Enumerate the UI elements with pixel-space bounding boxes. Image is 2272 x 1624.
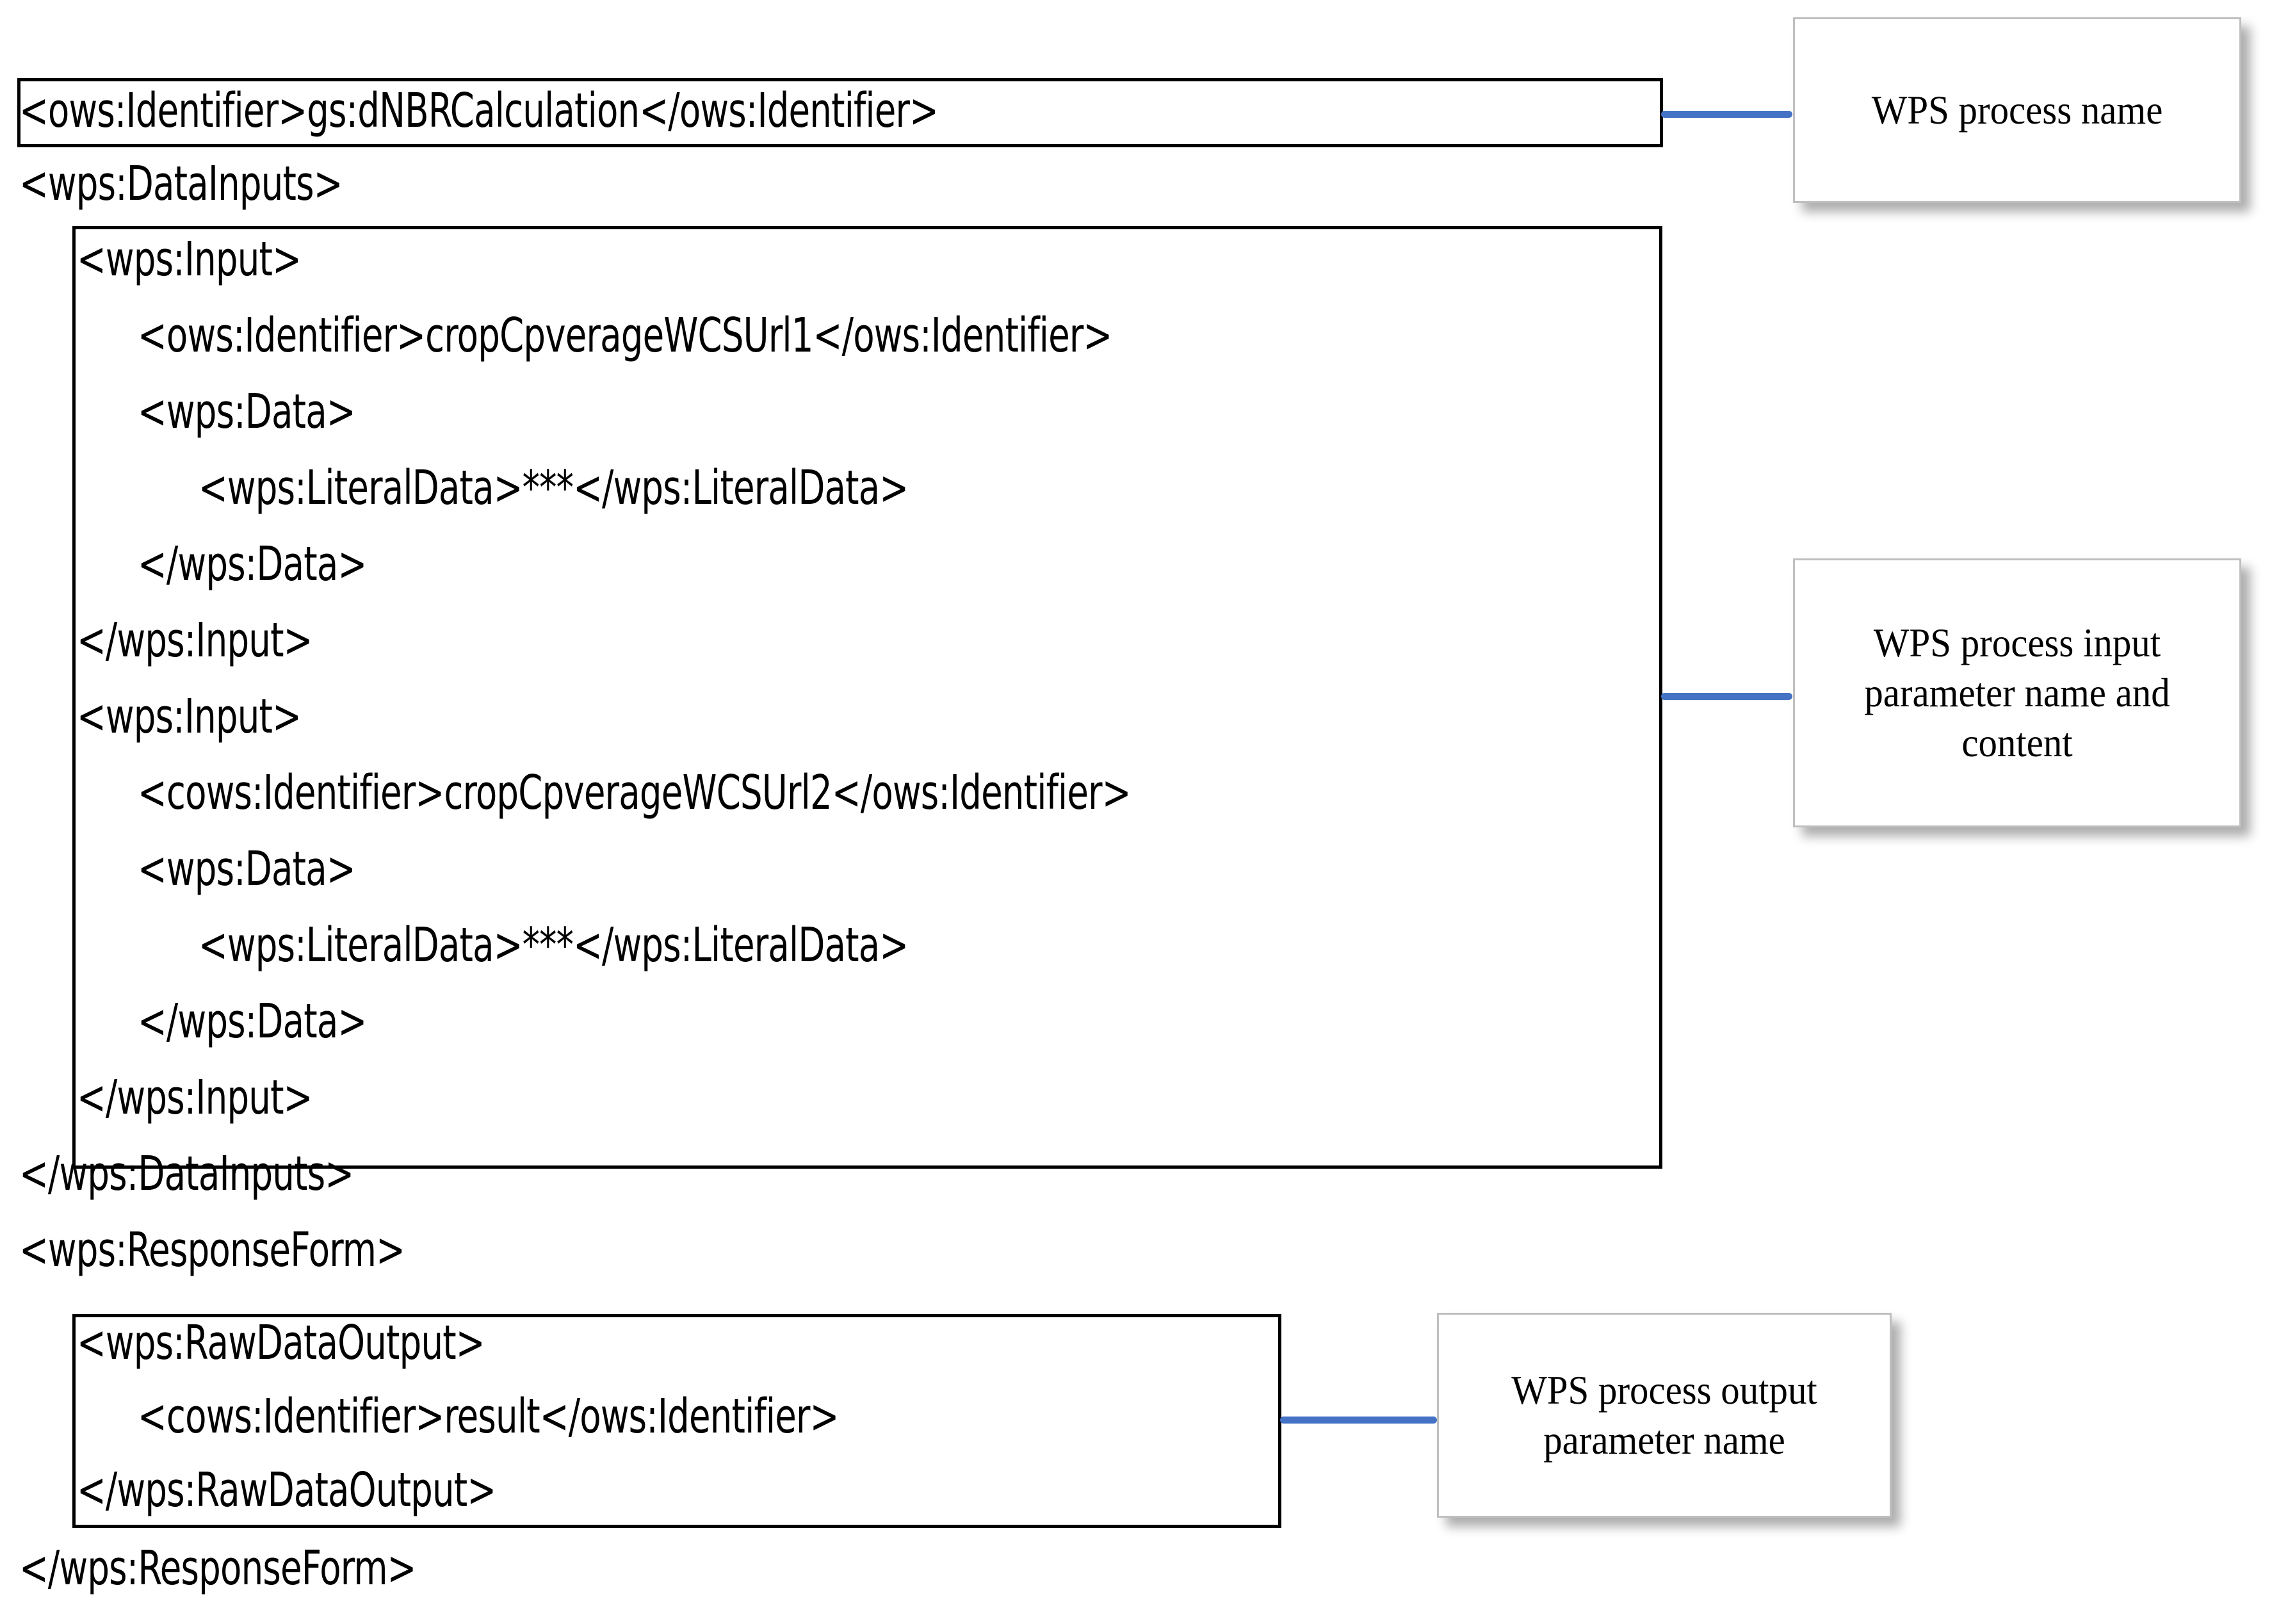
raw-data-output-highlight-box <box>72 1314 1281 1528</box>
code-line-input2-data-close: </wps:Data> <box>138 994 367 1049</box>
code-line-input2-close: </wps:Input> <box>77 1070 312 1125</box>
callout-input-parameter: WPS process input parameter name and con… <box>1793 558 2241 827</box>
code-line-input1-open: <wps:Input> <box>77 232 302 287</box>
code-line-input2-open: <wps:Input> <box>77 689 302 744</box>
data-inputs-highlight-box <box>72 226 1662 1169</box>
code-line-rawdataoutput-open: <wps:RawDataOutput> <box>77 1315 485 1370</box>
code-line-datainputs-open: <wps:DataInputs> <box>19 156 343 211</box>
code-line-input1-close: </wps:Input> <box>77 613 312 668</box>
code-line-input2-identifier: <cows:Identifier>cropCpverageWCSUrl2</ow… <box>138 765 1131 820</box>
code-line-input2-data-open: <wps:Data> <box>138 841 356 897</box>
code-line-rawdataoutput-close: </wps:RawDataOutput> <box>77 1463 496 1518</box>
code-line-input1-identifier: <ows:Identifier>cropCpverageWCSUrl1</ows… <box>138 308 1112 363</box>
code-line-input2-literaldata: <wps:LiteralData>***</wps:LiteralData> <box>199 918 909 973</box>
connector-output-parameter <box>1280 1417 1437 1424</box>
code-line-rawdataoutput-identifier: <cows:Identifier>result</ows:Identifier> <box>138 1389 839 1444</box>
code-line-input1-data-close: </wps:Data> <box>138 537 367 592</box>
code-line-datainputs-close: </wps:DataInputs> <box>19 1146 354 1201</box>
connector-process-name <box>1661 111 1792 118</box>
callout-output-parameter: WPS process output parameter name <box>1437 1313 1892 1518</box>
code-line-responseform-close: </wps:ResponseForm> <box>19 1541 416 1596</box>
code-line-input1-data-open: <wps:Data> <box>138 384 356 439</box>
code-line-process-identifier: <ows:Identifier>gs:dNBRCalculation</ows:… <box>19 83 939 138</box>
connector-input-parameter <box>1661 693 1792 700</box>
callout-process-name-text: WPS process name <box>1871 86 2163 133</box>
callout-process-name: WPS process name <box>1793 17 2241 203</box>
callout-output-parameter-text: WPS process output parameter name <box>1511 1367 1817 1463</box>
code-line-responseform-open: <wps:ResponseForm> <box>19 1222 405 1278</box>
callout-input-parameter-text: WPS process input parameter name and con… <box>1864 619 2170 766</box>
code-line-input1-literaldata: <wps:LiteralData>***</wps:LiteralData> <box>199 460 909 516</box>
